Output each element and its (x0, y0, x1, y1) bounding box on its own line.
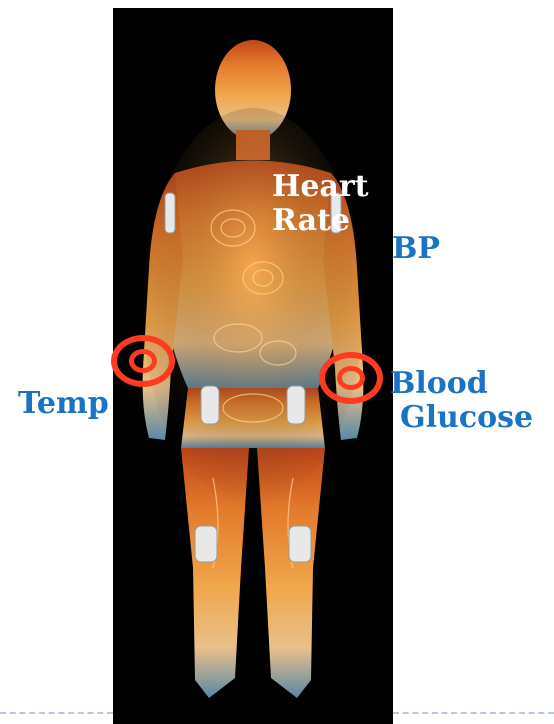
heart-rate-label-line1: Heart (272, 170, 369, 204)
temp-sensor-marker-inner (129, 349, 157, 373)
bottom-divider-right (393, 712, 554, 714)
heart-rate-label-line2: Rate (272, 204, 369, 238)
blood-glucose-label-line1: Blood (390, 367, 533, 401)
temp-label: Temp (18, 387, 109, 421)
glucose-sensor-marker-inner (337, 366, 365, 390)
heart-rate-label: Heart Rate (272, 170, 369, 238)
bp-label: BP (392, 232, 440, 266)
blood-glucose-label: Blood Glucose (390, 367, 533, 435)
bottom-divider-left (0, 712, 113, 714)
temp-sensor-marker-icon (111, 335, 175, 387)
glucose-sensor-marker-icon (319, 352, 383, 404)
blood-glucose-label-line2: Glucose (390, 401, 533, 435)
